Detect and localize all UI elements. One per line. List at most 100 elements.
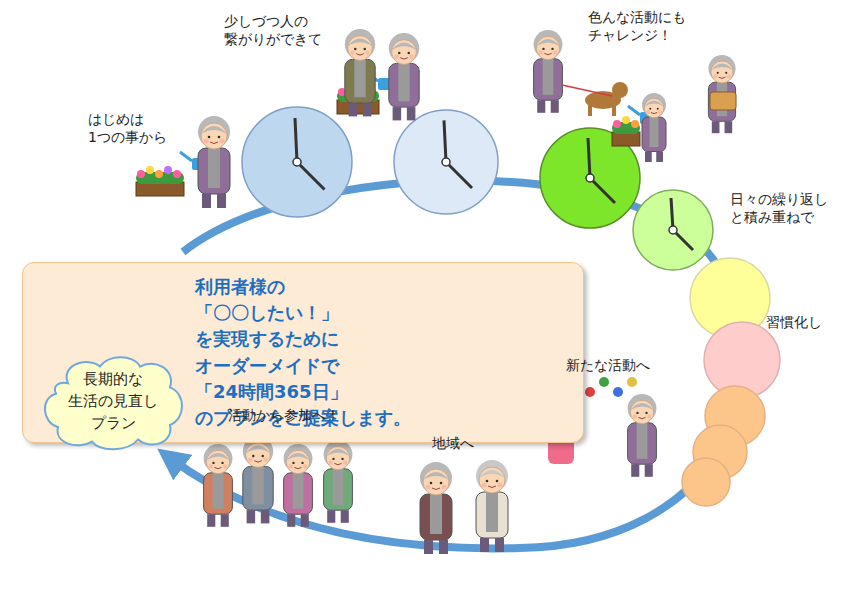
person-figure xyxy=(204,444,233,527)
drawing-part xyxy=(350,50,355,55)
drawing-part xyxy=(247,510,256,523)
step-label: 日々の繰り返し と積み重ねで xyxy=(730,190,828,226)
drawing-part xyxy=(398,52,400,54)
step-label: 少しづつ人の 繋がりができて xyxy=(224,12,322,48)
drawing-part xyxy=(210,142,218,144)
cloud-shape: 長期的な 生活の見直し プラン xyxy=(38,352,188,452)
drawing-part xyxy=(622,116,630,124)
drawing-part xyxy=(198,148,230,194)
person-figure xyxy=(389,33,419,120)
drawing-part xyxy=(220,139,225,144)
drawing-part xyxy=(638,417,645,418)
person-figure xyxy=(534,30,563,113)
drawing-part xyxy=(213,473,224,509)
drawing-part xyxy=(725,72,727,74)
clock-hand xyxy=(590,178,615,203)
flower-box xyxy=(136,166,184,196)
drawing-part xyxy=(536,39,559,46)
drawing-part xyxy=(479,470,505,478)
habit-circle xyxy=(682,458,730,506)
drawing-part xyxy=(442,485,447,490)
drawing-part xyxy=(645,464,653,477)
drawing-part xyxy=(326,446,349,469)
leash xyxy=(562,85,612,96)
drawing-part xyxy=(542,48,544,50)
person-figure xyxy=(345,29,375,116)
drawing-part xyxy=(424,540,433,554)
person-figure xyxy=(198,116,230,208)
clock-pin xyxy=(669,226,677,234)
drawing-part xyxy=(209,464,214,469)
drawing-part xyxy=(201,126,227,134)
drawing-part xyxy=(365,50,370,55)
basket xyxy=(710,92,736,110)
beanbag xyxy=(599,377,609,387)
person-figure xyxy=(476,460,508,552)
drawing-part xyxy=(400,58,408,59)
person-figure xyxy=(628,394,657,477)
drawing-part xyxy=(628,394,657,423)
drawing-part xyxy=(164,166,172,174)
step-label: 色んな活動にも チャレンジ！ xyxy=(588,8,686,44)
drawing-part xyxy=(708,82,735,121)
drawing-part xyxy=(262,455,264,457)
drawing-part xyxy=(727,74,731,78)
clock-pin xyxy=(586,174,594,182)
drawing-part xyxy=(341,510,349,523)
drawing-part xyxy=(198,116,230,148)
cloud-text: 長期的な 生活の見直し プラン xyxy=(68,369,158,434)
drawing-part xyxy=(345,29,375,59)
drawing-part xyxy=(612,132,640,146)
drawing-part xyxy=(637,423,648,459)
person-figure xyxy=(324,440,353,523)
drawing-part xyxy=(496,480,499,483)
drawing-part xyxy=(543,59,554,95)
drawing-part xyxy=(646,110,650,114)
drawing-part xyxy=(553,50,558,55)
person-figure xyxy=(243,436,273,523)
drawing-part xyxy=(544,53,551,54)
drawing-part xyxy=(341,458,343,460)
drawing-part xyxy=(711,64,733,71)
drawing-part xyxy=(498,483,503,488)
clock-hand xyxy=(297,162,325,190)
step-label: 地域へ xyxy=(432,434,474,452)
drawing-part xyxy=(326,449,349,456)
drawing-part xyxy=(356,54,364,55)
drawing-part xyxy=(214,467,221,468)
drawing-part xyxy=(647,414,652,419)
drawing-part xyxy=(332,458,334,460)
drawing-part xyxy=(217,194,226,208)
drawing-part xyxy=(423,472,449,480)
person-figure xyxy=(642,93,666,162)
drawing-part xyxy=(221,462,223,464)
drawing-part xyxy=(645,412,647,414)
cloud-path xyxy=(45,357,182,449)
drawing-part xyxy=(173,170,181,178)
drawing-part xyxy=(327,510,335,523)
clock-hand xyxy=(588,138,590,178)
person-figure xyxy=(420,462,452,554)
step-label: 習慣化し xyxy=(766,313,822,331)
drawing-part xyxy=(649,108,651,110)
drawing-part xyxy=(612,82,628,98)
drawing-part xyxy=(630,400,653,423)
drawing-part xyxy=(631,120,639,128)
drawing-part xyxy=(712,121,720,133)
drawing-part xyxy=(407,107,416,120)
step-label: 活動から参加へ！ xyxy=(228,406,340,424)
drawing-part xyxy=(289,464,294,469)
drawing-part xyxy=(223,464,228,469)
drawing-part xyxy=(204,139,209,144)
drawing-part xyxy=(613,120,621,128)
drawing-part xyxy=(301,514,309,527)
drawing-part xyxy=(612,104,616,116)
drawing-part xyxy=(206,450,229,473)
drawing-part xyxy=(180,152,192,161)
drawing-part xyxy=(136,182,184,196)
drawing-part xyxy=(208,148,220,188)
drawing-part xyxy=(711,61,733,83)
drawing-part xyxy=(252,466,263,504)
drawing-part xyxy=(398,63,409,101)
drawing-part xyxy=(631,464,639,477)
